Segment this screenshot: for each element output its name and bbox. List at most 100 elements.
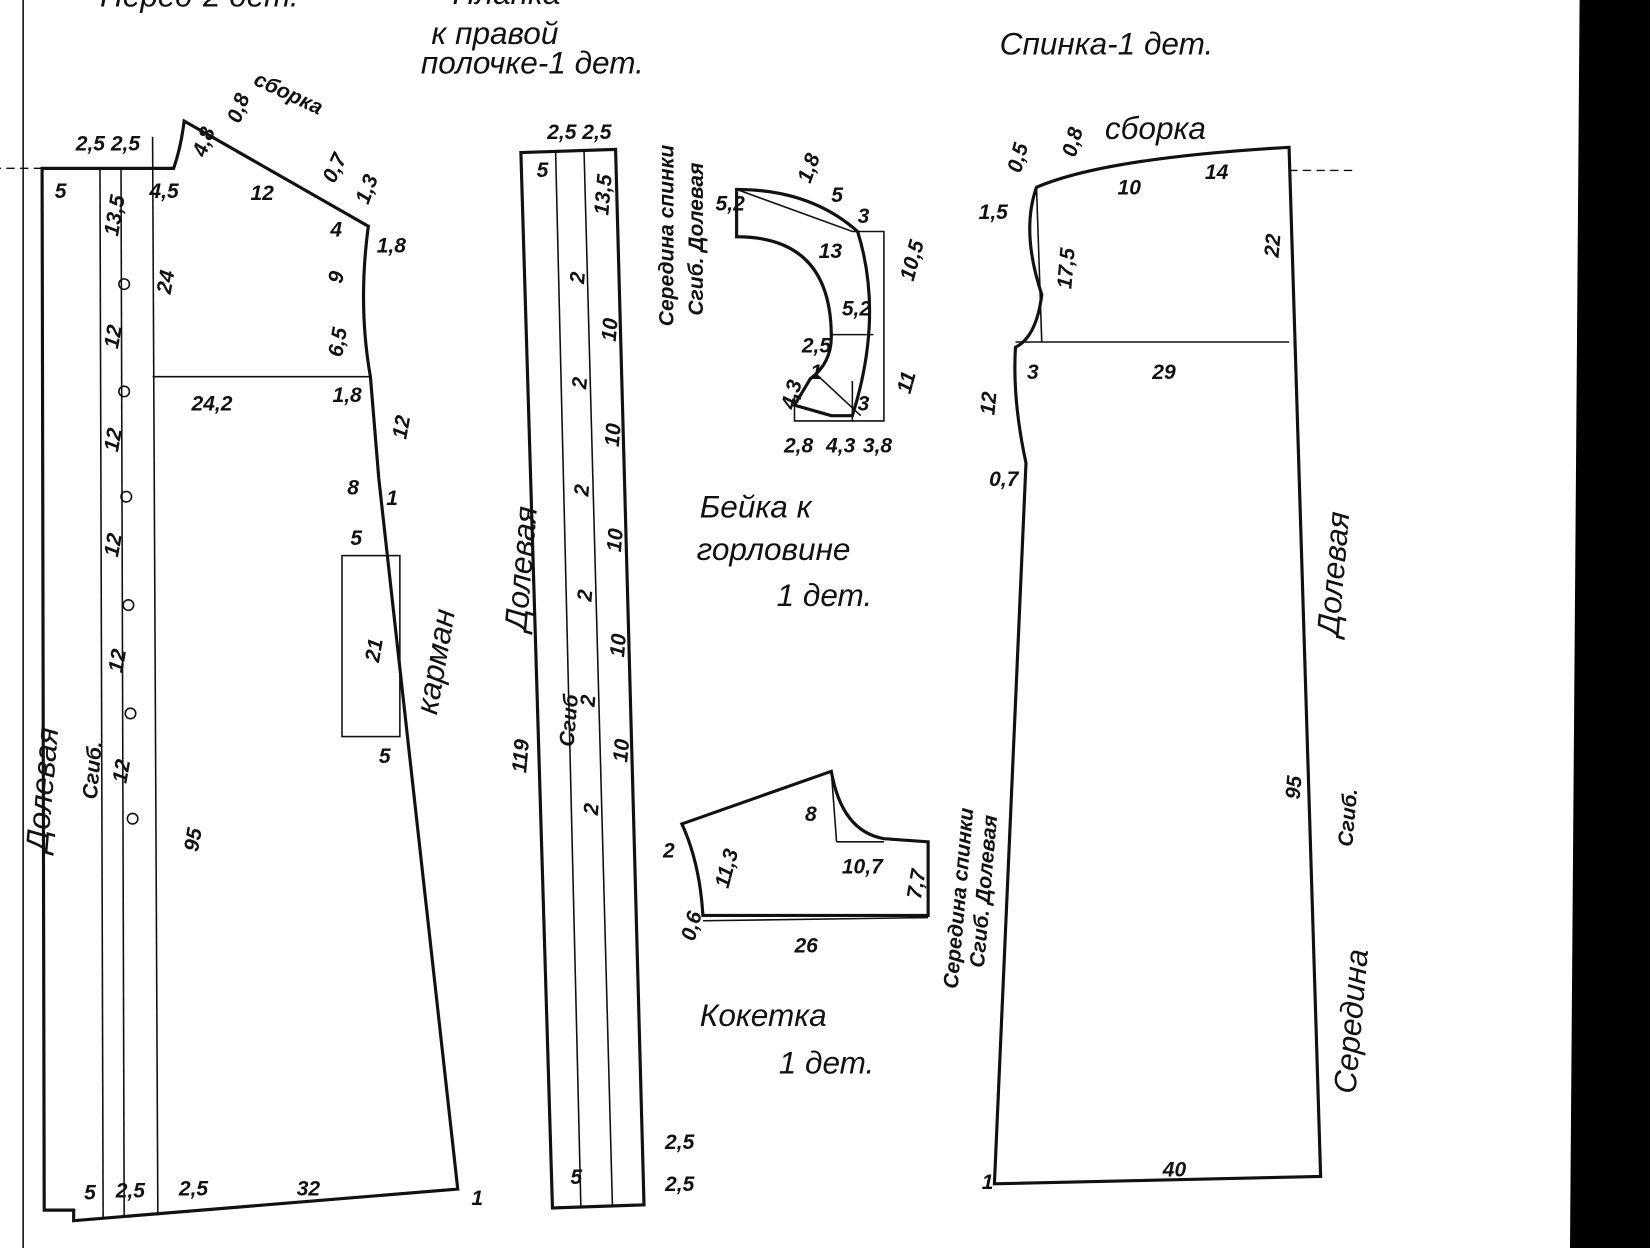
binding-title: Бейка к [700,489,813,525]
measurement-label: 5,2 [842,298,872,321]
measurement-label: 0,8 [223,90,255,126]
measurement-label: 10 [609,738,634,764]
measurement-label: 1 [386,487,398,510]
measurement-label: 5 [55,180,67,203]
measurement-label: 3 [858,205,870,228]
back-title: Спинка-1 дет. [1000,26,1214,62]
measurement-label: 14 [1205,161,1229,184]
measurement-label: сборка [1105,110,1206,146]
front-labels: 2,5 2,5 4,8 0,8 сборка 4,5 12 0,7 1,3 4 … [18,68,483,1210]
measurement-label: 13,5 [590,173,617,216]
measurement-label: 2 [566,271,590,286]
measurement-label: 3 [1027,361,1039,384]
placket-marks: 2 10 2 10 2 10 2 10 2 10 2 [566,271,634,817]
titles: Перед-2 дет. Планка к правой полочке-1 д… [100,0,1213,1080]
measurement-label: 12 [100,531,127,558]
measurement-label: 12 [109,757,136,784]
measurement-label: 0,7 [318,149,352,186]
measurement-label: 4,5 [148,180,179,203]
measurement-label: 10 [598,317,623,343]
measurement-label: 2,5 [664,1131,695,1154]
measurement-label: 10 [601,422,626,448]
yoke-title-2: 1 дет. [779,1044,875,1080]
measurement-label: 24,2 [191,392,233,415]
measurement-label: 1 [810,361,822,384]
measurement-label: 0,5 [1003,140,1033,174]
measurement-label: 12 [388,413,415,440]
yoke-title: Кокетка [700,997,827,1033]
placket-piece: 2,5 2,5 5 13,5 Долевая Сгиб 119 5 2,5 2,… [497,121,708,1210]
measurement-label: 119 [508,738,534,774]
measurement-label: 5,2 [716,192,746,215]
measurement-label: 0,6 [677,909,707,943]
measurement-label: 10 [606,632,631,658]
yoke-piece: 2 11,3 8 10,7 7,7 0,6 26 Середина спинки… [662,769,1002,990]
measurement-label: 1,8 [377,235,407,258]
measurement-label: 1 [471,1187,483,1210]
measurement-label: 13 [819,240,843,263]
measurement-label: 2,5 [178,1177,209,1200]
binding-title-2: горловине [697,531,851,567]
measurement-label: 6,5 [324,326,352,359]
measurement-label: 95 [180,826,207,853]
measurement-label: 0,7 [989,468,1020,491]
measurement-label: 13,5 [100,193,130,238]
measurement-label: 22 [1261,233,1286,260]
measurement-label: 3,8 [863,434,893,457]
measurement-label: Середина спинки [655,145,678,327]
measurement-label: 5 [570,1166,582,1189]
measurement-label: Сгиб. Долевая [685,162,708,316]
button-marks [118,278,139,825]
placket-title-3: полочке-1 дет. [421,45,644,81]
measurement-label: 12 [976,390,1001,416]
measurement-label: 5 [537,159,549,182]
measurement-label: 5 [379,745,391,768]
binding-title-3: 1 дет. [777,577,873,613]
measurement-label: 2,5 [115,1179,146,1202]
measurement-label: 8 [347,477,359,500]
measurement-label: 21 [361,637,388,665]
measurement-label: 24 [153,268,180,296]
measurement-label: 95 [1282,775,1307,801]
measurement-label: 2 [573,588,597,603]
placket-title: Планка [452,0,560,11]
measurement-label: Сгиб [556,692,584,747]
measurement-label: Сгиб. [79,740,107,800]
measurement-label: 2 [570,483,594,498]
measurement-label: 4,3 [825,434,856,457]
measurement-label: 3 [858,392,870,415]
measurement-label: 5 [831,184,843,207]
front-title: Перед-2 дет. [100,0,299,13]
measurement-label: 10,5 [896,238,929,284]
measurement-label: 40 [1162,1158,1187,1181]
measurement-label: Долевая [18,726,65,856]
measurement-label: 12 [100,323,127,350]
measurement-label: 2 [568,376,592,391]
measurement-label: Середина [1326,947,1374,1095]
measurement-label: 10 [1118,177,1142,200]
measurement-label: карман [408,606,462,717]
measurement-label: 11 [893,369,921,396]
measurement-label: 4,8 [188,124,220,161]
measurement-label: 12 [100,426,127,453]
measurement-label: 9 [324,269,349,285]
measurement-label: 1,8 [333,384,363,407]
measurement-label: 7,7 [903,866,931,900]
measurement-label: 2,8 [783,434,814,457]
measurement-label: 12 [250,182,274,205]
measurement-label: Долевая [497,505,544,635]
placket-title-2: к правой [431,15,558,51]
measurement-label: 2,5 2,5 [75,132,141,155]
binding-piece: 5,2 1,8 5 3 13 10,5 5,2 2,5 1 4,3 3 11 2… [716,150,929,457]
measurement-label: 4 [329,219,342,242]
measurement-label: 10,7 [842,855,884,878]
measurement-label: 2 [580,802,604,817]
measurement-label: 1,3 [351,171,383,207]
measurement-label: 2 [577,694,601,709]
measurement-label: сборка [250,68,326,120]
measurement-label: 12 [104,647,131,674]
measurement-label: 26 [793,934,818,957]
measurement-label: 2,5 [801,335,832,358]
measurement-label: 1,5 [979,201,1009,224]
